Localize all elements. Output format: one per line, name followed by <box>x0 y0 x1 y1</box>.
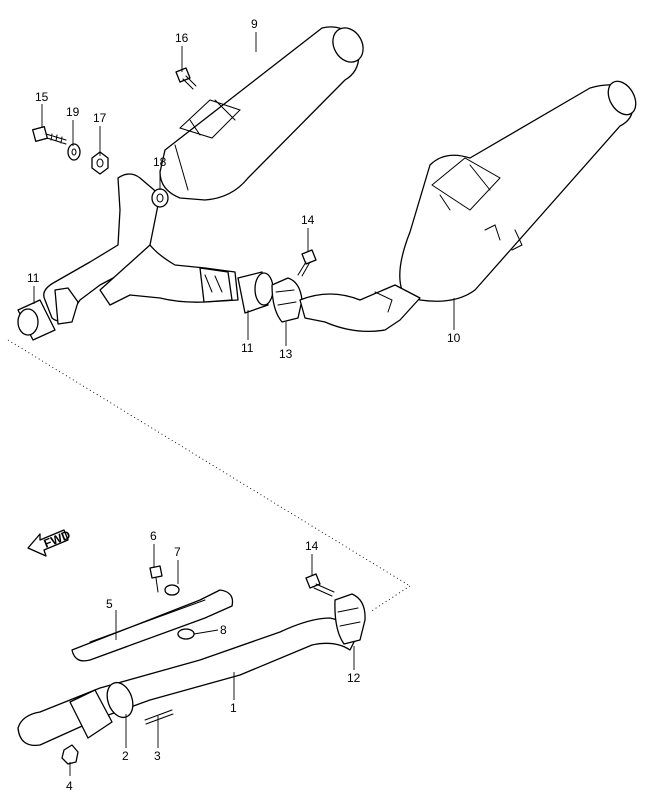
callout-13: 13 <box>279 347 293 361</box>
callout-19: 19 <box>66 105 80 119</box>
callout-16: 16 <box>175 31 189 45</box>
callout-14-upper: 14 <box>301 213 315 227</box>
callout-18: 18 <box>153 155 167 169</box>
washer-8 <box>177 628 195 640</box>
callout-11-right: 11 <box>241 341 254 355</box>
callout-12: 12 <box>347 671 361 685</box>
callout-6: 6 <box>150 529 157 543</box>
callout-17: 17 <box>93 111 107 125</box>
bolt-16 <box>175 67 197 90</box>
callout-4: 4 <box>66 779 73 793</box>
callout-14-lower: 14 <box>305 539 319 553</box>
heat-shield-5 <box>71 589 234 662</box>
grommet-18 <box>151 188 169 208</box>
leader-lines <box>33 32 455 776</box>
exhaust-y-pipe <box>43 173 239 325</box>
gasket-ring-left <box>17 299 56 341</box>
callout-8: 8 <box>220 623 227 637</box>
callout-9: 9 <box>251 17 258 31</box>
bolt-15 <box>32 126 67 145</box>
callout-3: 3 <box>154 749 161 763</box>
flange-2 <box>69 681 134 739</box>
collar-7 <box>164 584 180 596</box>
bolt-14-lower <box>305 573 335 597</box>
bolt-14-upper <box>297 249 317 277</box>
fwd-label: FWD <box>42 527 73 550</box>
callout-2: 2 <box>122 749 129 763</box>
forward-direction-arrow: FWD <box>27 527 73 557</box>
callout-labels: 9 16 15 19 17 18 14 11 11 13 10 6 7 14 5… <box>27 17 461 793</box>
callout-5: 5 <box>106 597 113 611</box>
clamp-13 <box>271 277 303 323</box>
washer-19 <box>67 143 81 161</box>
callout-10: 10 <box>447 331 461 345</box>
callout-7: 7 <box>174 545 181 559</box>
connecting-pipe <box>299 284 421 333</box>
gasket-ring-right <box>237 271 274 314</box>
callout-1: 1 <box>230 701 237 715</box>
muffler-right <box>399 80 637 302</box>
bolt-6 <box>149 565 163 593</box>
stud-3 <box>144 709 174 725</box>
nut-4 <box>61 744 79 765</box>
callout-15: 15 <box>35 90 49 104</box>
muffler-left <box>159 26 364 201</box>
clamp-12 <box>334 593 366 645</box>
callout-11-left: 11 <box>27 271 40 285</box>
assembly-dashed-line <box>7 339 411 613</box>
